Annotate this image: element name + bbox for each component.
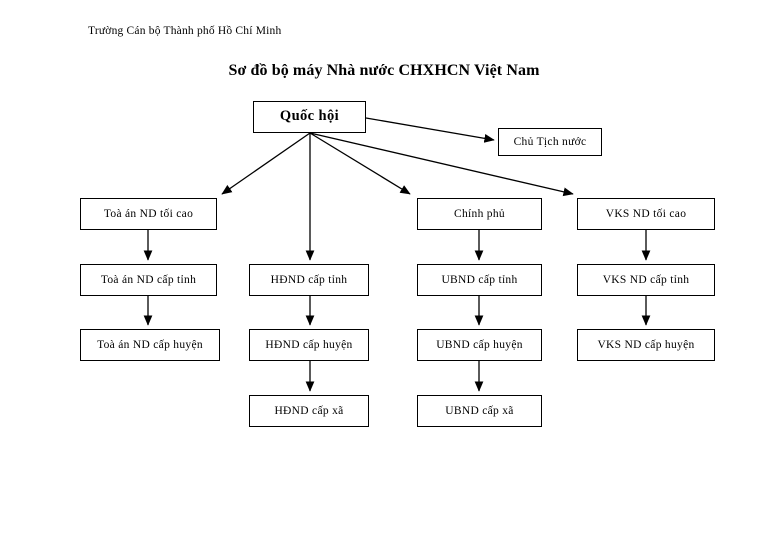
node-label: UBND cấp xã: [445, 404, 514, 417]
node-label: HĐND cấp huyện: [265, 338, 353, 351]
edge-e-qh-vkstc: [309, 132, 574, 197]
node-ubnd-cap-xa[interactable]: UBND cấp xã: [417, 395, 542, 427]
node-vks-nd-cap-tinh[interactable]: VKS ND cấp tỉnh: [577, 264, 715, 296]
diagram-title: Sơ đồ bộ máy Nhà nước CHXHCN Việt Nam: [228, 62, 540, 79]
node-ubnd-cap-tinh[interactable]: UBND cấp tỉnh: [417, 264, 542, 296]
node-label: Quốc hội: [279, 108, 340, 125]
node-toa-an-nd-cap-tinh[interactable]: Toà án ND cấp tỉnh: [80, 264, 217, 296]
node-toa-an-nd-toi-cao[interactable]: Toà án ND tối cao: [80, 198, 217, 230]
node-vks-nd-cap-huyen[interactable]: VKS ND cấp huyện: [577, 329, 715, 361]
node-label: VKS ND tối cao: [605, 207, 687, 220]
node-label: Toà án ND tối cao: [103, 207, 194, 220]
node-hdnd-cap-xa[interactable]: HĐND cấp xã: [249, 395, 369, 427]
node-label: UBND cấp tỉnh: [441, 273, 518, 286]
node-label: Chủ Tịch nước: [513, 135, 587, 148]
node-toa-an-nd-cap-huyen[interactable]: Toà án ND cấp huyện: [80, 329, 220, 361]
node-label: VKS ND cấp tỉnh: [602, 273, 690, 286]
node-label: Chính phủ: [454, 207, 505, 220]
node-label: HĐND cấp xã: [274, 404, 344, 417]
edge-e-qh-tatc: [221, 132, 311, 195]
node-chinh-phu[interactable]: Chính phủ: [417, 198, 542, 230]
institution-header: Trường Cán bộ Thành phố Hồ Chí Minh: [88, 25, 282, 37]
node-chu-tich-nuoc[interactable]: Chủ Tịch nước: [498, 128, 602, 156]
node-hdnd-cap-huyen[interactable]: HĐND cấp huyện: [249, 329, 369, 361]
edge-e-qh-cp: [309, 132, 411, 195]
edge-group: [143, 117, 651, 392]
edge-e-qh-ctn: [365, 117, 495, 143]
node-label: Toà án ND cấp huyện: [97, 338, 203, 351]
node-hdnd-cap-tinh[interactable]: HĐND cấp tỉnh: [249, 264, 369, 296]
node-label: VKS ND cấp huyện: [597, 338, 695, 351]
node-quoc-hoi[interactable]: Quốc hội: [253, 101, 366, 133]
node-label: Toà án ND cấp tỉnh: [100, 273, 197, 286]
node-label: UBND cấp huyện: [436, 338, 523, 351]
node-ubnd-cap-huyen[interactable]: UBND cấp huyện: [417, 329, 542, 361]
node-vks-nd-toi-cao[interactable]: VKS ND tối cao: [577, 198, 715, 230]
node-label: HĐND cấp tỉnh: [270, 273, 348, 286]
